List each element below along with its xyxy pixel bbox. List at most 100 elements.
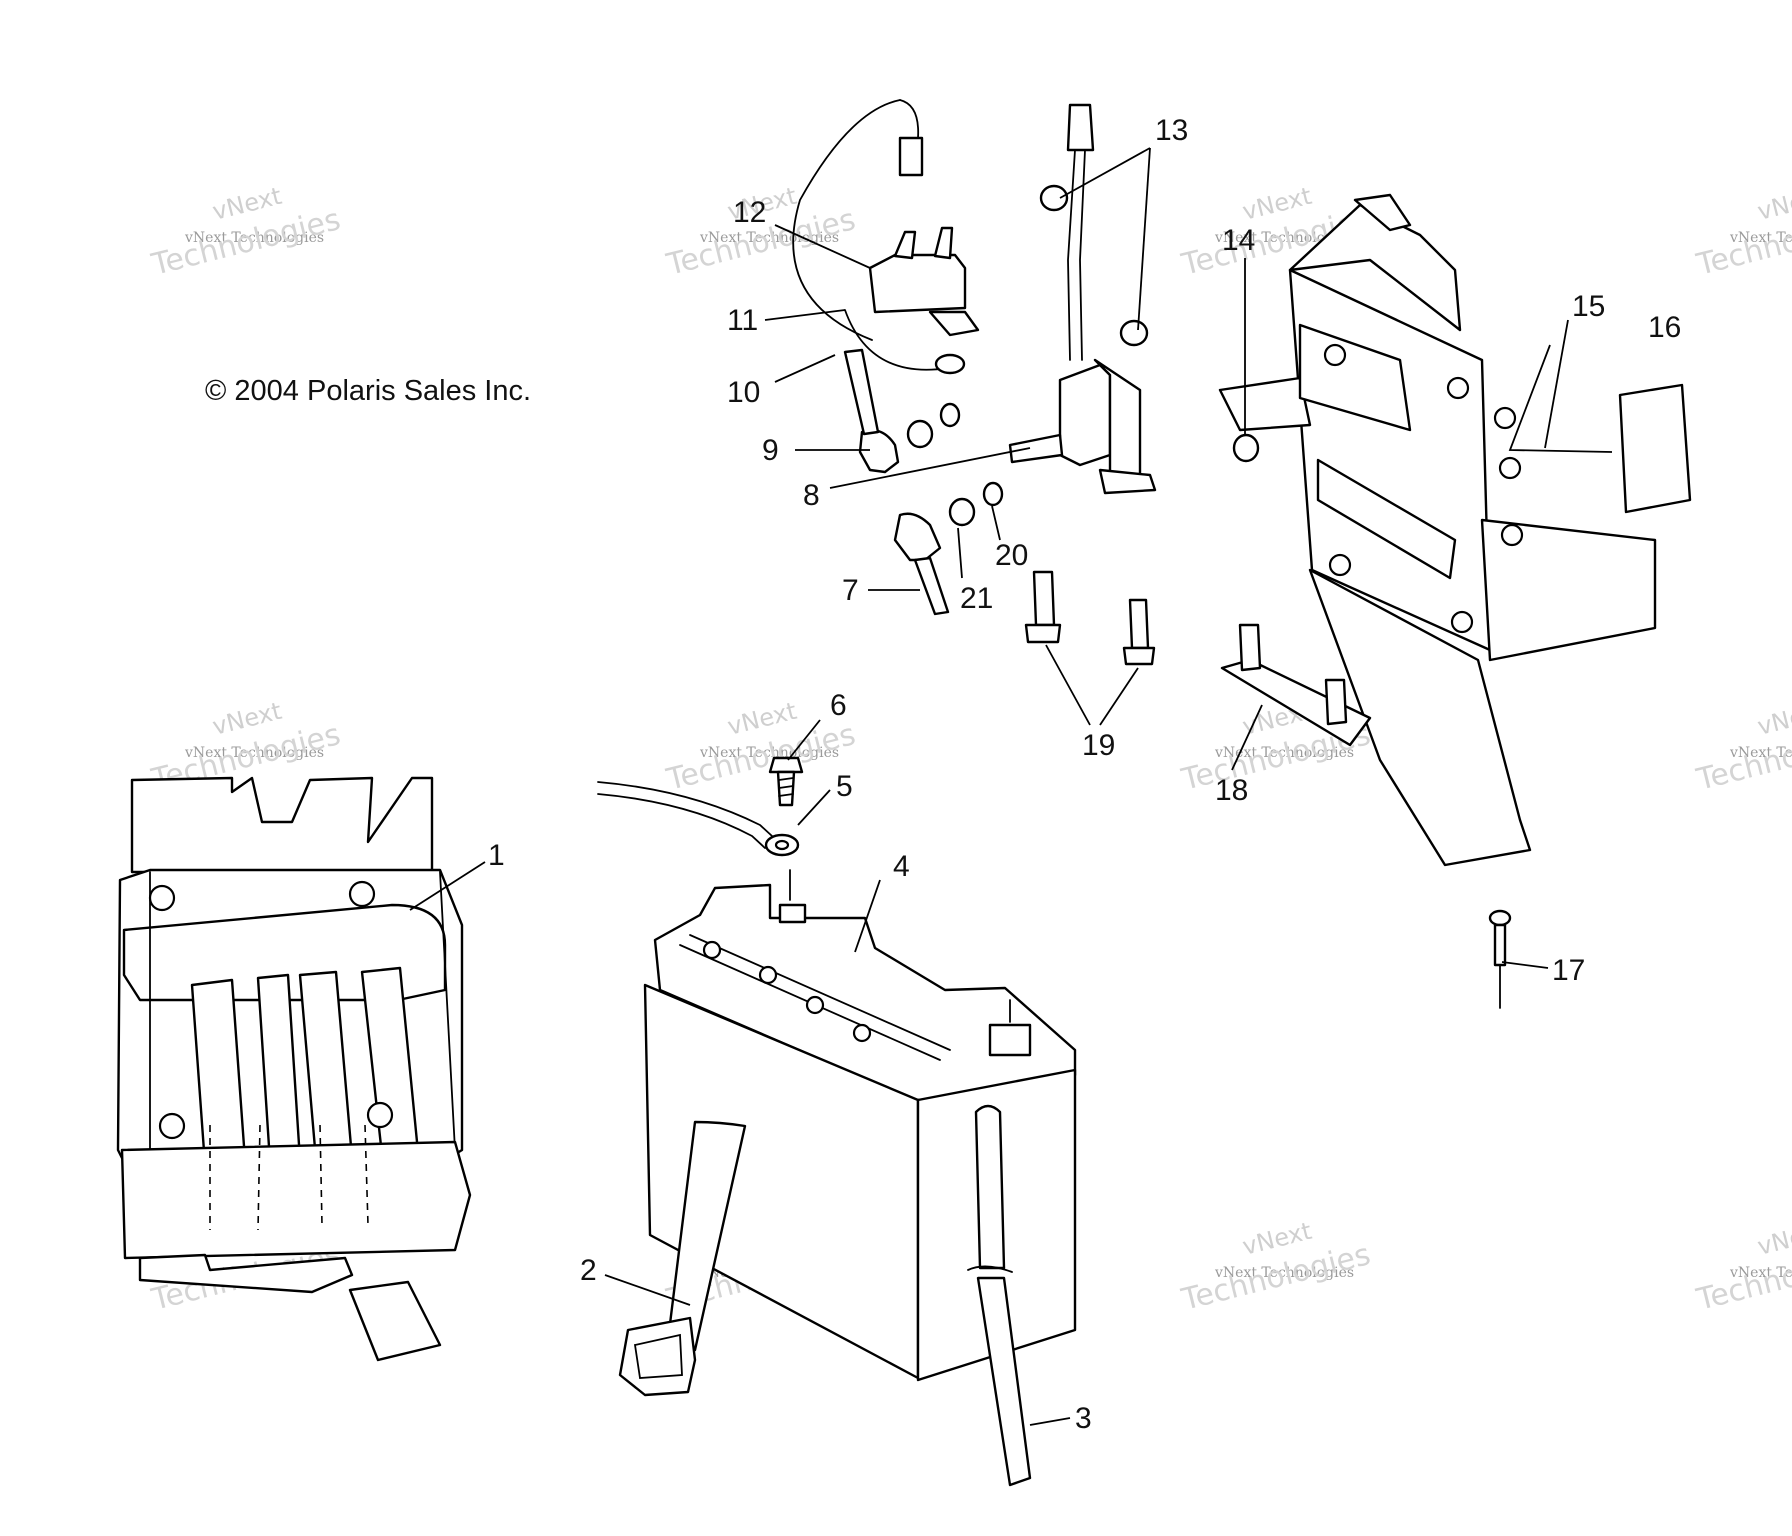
leader-line (1508, 344, 1613, 453)
callout-numbers: 1 2 3 4 5 6 7 8 9 10 11 12 13 14 15 16 1… (488, 114, 1681, 1435)
watermark-line1: vNext (1755, 1217, 1792, 1261)
battery-bolt-head (768, 756, 804, 774)
callout-8: 8 (803, 479, 820, 512)
battery-box-back-panel (130, 776, 434, 874)
battery-box-hole (366, 1101, 394, 1129)
solenoid-stud (1008, 433, 1064, 464)
bracket-hole (1500, 523, 1524, 547)
bracket-slot (1316, 458, 1457, 580)
battery-terminal (988, 1023, 1032, 1057)
leader-line (991, 505, 1001, 541)
decal-label (1618, 383, 1692, 514)
bolt-shank (1032, 570, 1056, 627)
condenser-body (868, 253, 967, 314)
spacer-post (1324, 678, 1348, 726)
battery-strap-buckle (618, 1316, 697, 1397)
solenoid-nut (1039, 184, 1069, 212)
bracket-shelf (1480, 518, 1657, 662)
ground-cable (597, 793, 766, 849)
solenoid-body (1058, 363, 1112, 467)
bracket-nut (1232, 433, 1260, 463)
watermark-line2: vNext Technologies (699, 230, 839, 246)
leader-line (1029, 1417, 1071, 1426)
solenoid-wire (1067, 149, 1076, 361)
watermark: vNext vNext Technologies Technologies (1692, 182, 1792, 283)
part-bolts (1024, 570, 1156, 666)
bracket-hole (1323, 343, 1347, 367)
bracket-hole (1450, 610, 1474, 634)
part-battery-strap (618, 1120, 747, 1397)
callout-14: 14 (1222, 224, 1255, 257)
battery-cap (805, 995, 825, 1015)
watermark-line1: vNext (1755, 182, 1792, 226)
solenoid-nut (1119, 319, 1149, 347)
condenser-mount (928, 310, 980, 337)
battery-strap-buckle-inner (633, 1333, 683, 1379)
bracket-hole (1493, 406, 1517, 430)
terminal-boot-lower (893, 512, 942, 562)
leader-lines (409, 147, 1613, 1426)
part-spacer-plate (1220, 623, 1372, 747)
battery-cap (758, 965, 778, 985)
bracket-lower-leg (1308, 568, 1532, 867)
watermark: vNext vNext Technologies Technologies (147, 182, 343, 283)
leader-line (1045, 644, 1091, 726)
bracket-clip (1353, 193, 1412, 232)
part-cable-and-bolt (597, 756, 804, 857)
solenoid-connector (1066, 103, 1095, 152)
leader-line (829, 447, 1031, 489)
condenser-tab (933, 226, 954, 260)
watermark-line2: vNext Technologies (1729, 1265, 1792, 1281)
callout-12: 12 (733, 196, 766, 229)
watermark-line2: vNext Technologies (184, 745, 324, 761)
callout-11: 11 (727, 304, 758, 337)
bracket-hole (1446, 376, 1470, 400)
callout-19: 19 (1082, 729, 1115, 762)
callout-6: 6 (830, 689, 847, 722)
callout-16: 16 (1648, 311, 1681, 344)
callout-18: 18 (1215, 774, 1248, 807)
battery-box-inner-edge (439, 871, 456, 1151)
callout-1: 1 (488, 839, 505, 872)
wire-connector (898, 136, 924, 177)
cable-upper (843, 348, 880, 436)
battery-box-base (120, 1140, 472, 1260)
watermark-line2: vNext Technologies (699, 745, 839, 761)
leader-line (1137, 147, 1151, 331)
ground-ring (934, 353, 966, 375)
battery-top-rail (689, 934, 951, 1051)
ground-wire (844, 309, 949, 371)
part-vent-hose (967, 1104, 1032, 1487)
callout-4: 4 (893, 850, 910, 883)
copyright-text: © 2004 Polaris Sales Inc. (205, 375, 531, 407)
cable-lower (913, 556, 950, 616)
battery-box-hole (148, 884, 176, 912)
leader-line (854, 879, 881, 953)
watermark-line2: vNext Technologies (1214, 745, 1354, 761)
leader-line (797, 789, 831, 826)
callout-15: 15 (1572, 290, 1605, 323)
battery-bolt-thread (778, 777, 794, 797)
leader-line (957, 527, 963, 579)
ground-cable (597, 781, 773, 837)
battery-terminal (778, 903, 807, 924)
leader-line (1501, 961, 1549, 969)
watermark: vNext vNext Technologies Technologies (1177, 1217, 1373, 1318)
callout-5: 5 (836, 770, 853, 803)
part-solenoid (1008, 103, 1157, 495)
condenser-tab (893, 230, 917, 260)
part-rivet (1488, 909, 1512, 1009)
callout-10: 10 (727, 376, 760, 409)
callout-13: 13 (1155, 114, 1188, 147)
watermark-line1: vNext (1755, 697, 1792, 741)
condenser-wire (792, 99, 901, 341)
leader-line (787, 719, 821, 761)
leader-line (1544, 319, 1569, 449)
battery-strap-band (666, 1120, 747, 1352)
watermark-line2: vNext Technologies (1729, 745, 1792, 761)
vent-hose-lower (976, 1276, 1032, 1487)
watermark: vNext vNext Technologies Technologies (1692, 697, 1792, 798)
part-battery (643, 869, 1077, 1382)
part-terminal-boots (843, 348, 1004, 616)
